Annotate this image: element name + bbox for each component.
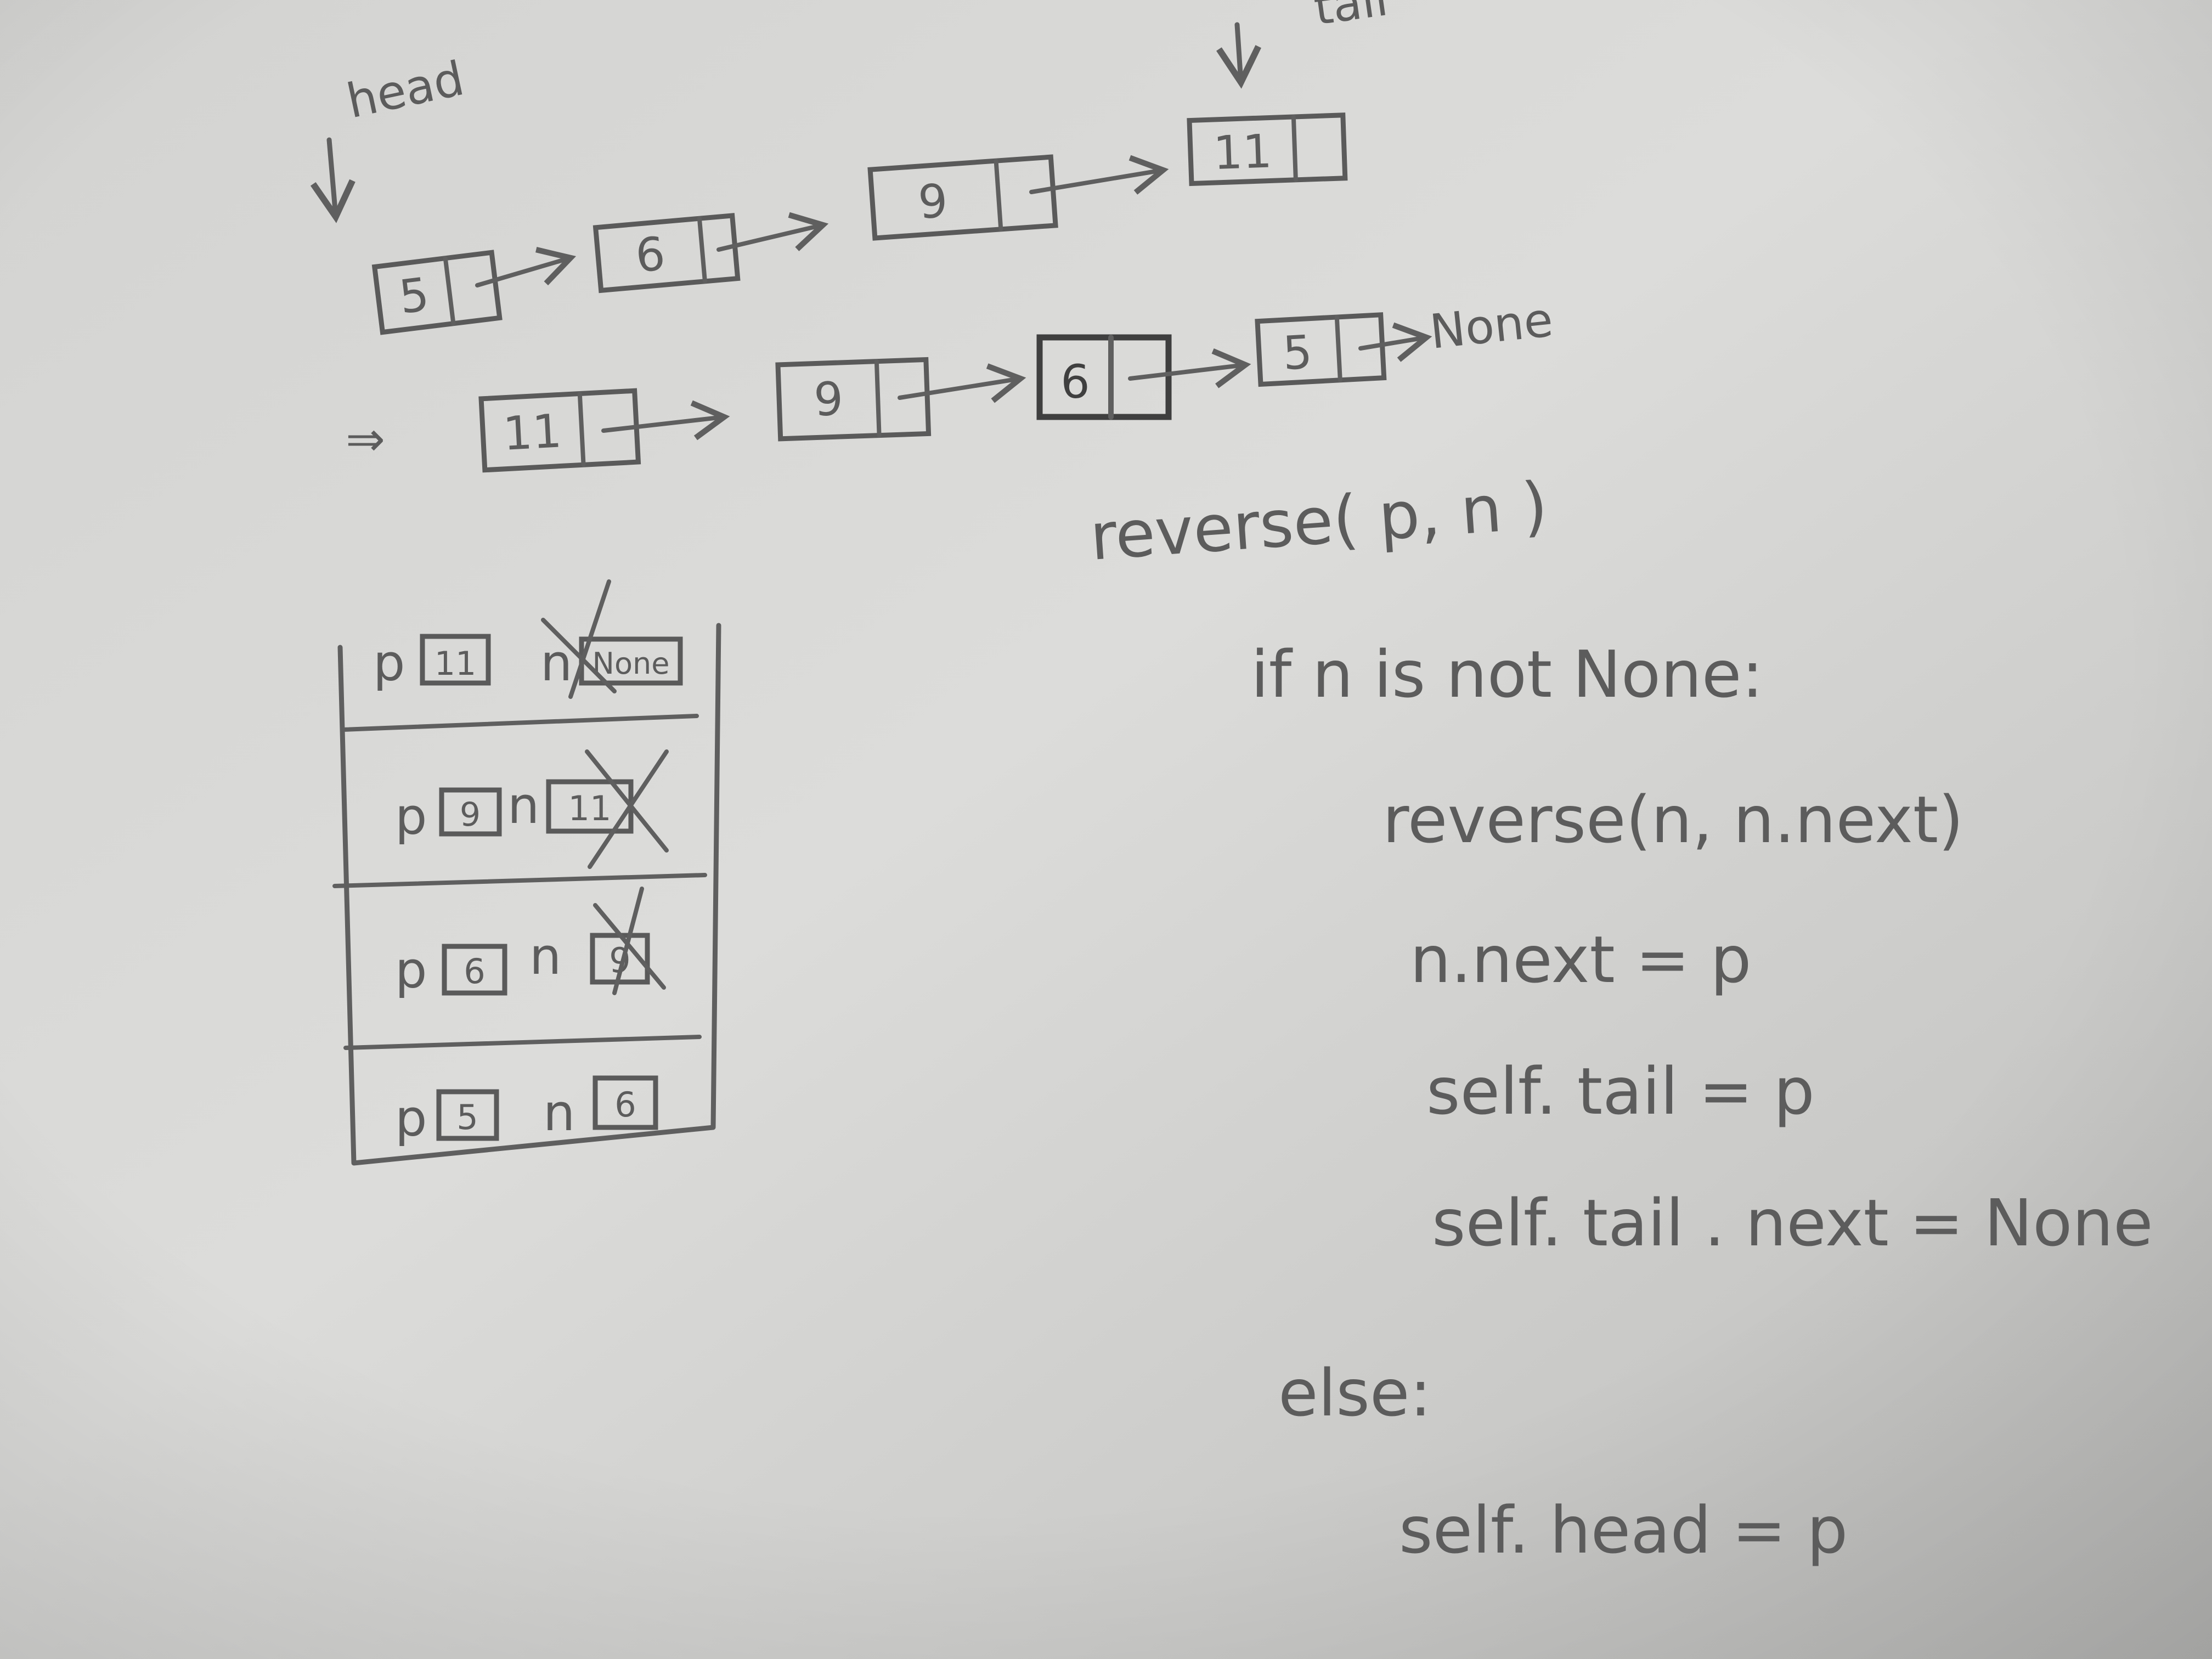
code-line: self. head = p (1399, 1492, 1848, 1568)
frame-n-value: 6 (614, 1085, 636, 1125)
frame-p-label: p (395, 941, 427, 1000)
top-node: 11 (1187, 112, 1348, 187)
top-node-value: 6 (633, 227, 667, 283)
frame-n-value: None (592, 646, 670, 681)
stack-frame: p 5 n 6 (395, 1075, 658, 1148)
reversed-linked-list: ⇒ 11 9 6 5 None (346, 292, 1556, 473)
top-node: 9 (867, 154, 1058, 241)
head-arrow (310, 137, 356, 223)
tail-arrow (1216, 22, 1261, 89)
top-linked-list: head tail 5 6 9 11 (310, 0, 1391, 335)
reversed-node-value: 5 (1282, 325, 1314, 380)
frame-n-label: n (507, 776, 539, 835)
reversed-node: 9 (775, 357, 932, 442)
top-node: 5 (371, 250, 503, 335)
implies-arrow: ⇒ (346, 412, 385, 467)
frame-p-value: 11 (435, 645, 476, 683)
stack-frame: p 6 n 9 (395, 887, 666, 1000)
top-node-value: 9 (916, 174, 949, 229)
top-node: 6 (592, 213, 741, 294)
top-node-value: 11 (1212, 124, 1273, 180)
code-line: if n is not None: (1251, 636, 1763, 712)
reversed-node: 6 (1036, 334, 1172, 420)
stack-frame: p 9 n 11 (395, 749, 669, 869)
frame-p-label: p (373, 634, 405, 692)
reversed-node: 11 (478, 388, 641, 473)
frame-p-label: p (395, 1089, 427, 1148)
cross-out-mark (585, 749, 669, 869)
top-node-value: 5 (396, 267, 432, 324)
reversed-node: 5 (1255, 312, 1387, 387)
reversed-node-value: 9 (813, 372, 844, 427)
frame-p-value: 9 (460, 795, 481, 834)
code-line: else: (1278, 1355, 1431, 1431)
reversed-node-value: 11 (501, 404, 563, 460)
stack-frame: p 11 n None (373, 579, 683, 699)
frame-p-value: 5 (456, 1097, 478, 1137)
reversed-node-value: 6 (1060, 355, 1090, 409)
frame-n-value: 11 (568, 788, 612, 828)
code-line: n.next = p (1410, 922, 1752, 997)
frame-p-label: p (395, 787, 427, 846)
frame-n-label: n (543, 1084, 575, 1142)
code-line: self. tail . next = None (1432, 1185, 2153, 1261)
cross-out-mark (541, 579, 617, 699)
cross-out-mark (593, 887, 666, 995)
frame-n-label: n (529, 927, 561, 986)
call-stack: p 11 n None p 9 n 11 p 6 n 9 (332, 579, 721, 1166)
code-line: self. tail = p (1426, 1053, 1815, 1129)
none-label: None (1427, 292, 1556, 360)
code-line: reverse(n, n.next) (1383, 782, 1963, 857)
frame-p-value: 6 (464, 951, 485, 991)
